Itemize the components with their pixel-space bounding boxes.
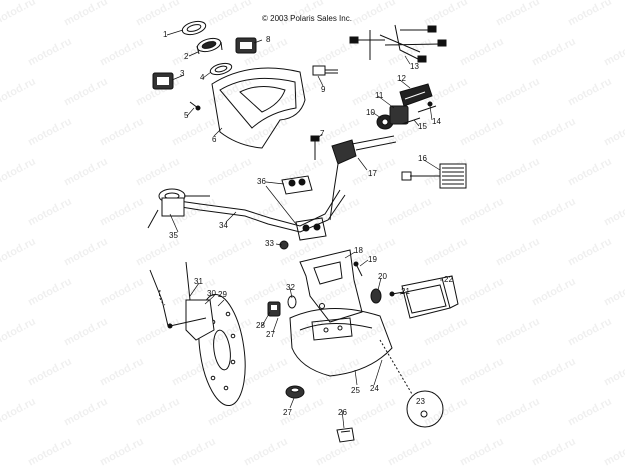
part-grommet-2 (196, 36, 222, 54)
callout-24: 24 (370, 384, 379, 393)
callout-17: 17 (368, 169, 377, 178)
part-headlight-pod-6 (212, 68, 305, 148)
callout-12: 12 (397, 74, 406, 83)
callout-30: 30 (207, 289, 216, 298)
callout-19: 19 (368, 255, 377, 264)
callout-5: 5 (184, 111, 189, 120)
part-lower-housing-25 (290, 308, 392, 376)
callout-7: 7 (320, 129, 325, 138)
part-ignition-27 (286, 386, 304, 398)
callout-3: 3 (180, 69, 185, 78)
callout-13: 13 (410, 62, 419, 71)
callout-15: 15 (418, 122, 427, 131)
part-bar-clamps-36 (282, 176, 326, 240)
part-throttle-17 (330, 136, 396, 220)
callout-26: 26 (338, 408, 347, 417)
part-ring-1 (181, 19, 207, 37)
part-screw-21 (390, 292, 404, 296)
callout-20: 20 (378, 272, 387, 281)
copyright-notice: © 2003 Polaris Sales Inc. (262, 14, 352, 23)
part-switch-28 (268, 302, 280, 316)
part-regulator-16 (402, 164, 466, 188)
part-ring-4 (209, 61, 233, 76)
callout-4: 4 (200, 73, 205, 82)
part-detail-circle-23 (380, 340, 443, 427)
callout-14: 14 (432, 117, 441, 126)
callout-25: 25 (351, 386, 360, 395)
callout-21: 21 (401, 287, 410, 296)
part-brake-disc-29 (192, 291, 251, 408)
callout-33: 33 (265, 239, 274, 248)
callout-28: 28 (256, 321, 265, 330)
part-switch-8 (236, 38, 256, 53)
callout-22: 22 (444, 275, 453, 284)
callout-11: 11 (375, 91, 384, 100)
part-clip-26 (337, 428, 354, 442)
callout-16: 16 (418, 154, 427, 163)
part-headlight-22 (402, 276, 458, 318)
callout-27: 27 (266, 330, 275, 339)
callout-36: 36 (257, 177, 266, 186)
part-fork-31 (150, 262, 190, 326)
callout-29: 29 (218, 290, 227, 299)
part-wiring-harness-13 (350, 25, 446, 62)
part-washer-20 (371, 289, 381, 303)
part-brake-master-35 (148, 189, 210, 228)
callout-18: 18 (354, 246, 363, 255)
part-switch-32 (288, 296, 296, 308)
part-bolt-19 (354, 262, 362, 276)
callout-6: 6 (212, 135, 217, 144)
callout-34: 34 (219, 221, 228, 230)
callout-9: 9 (321, 85, 326, 94)
leader-lines (167, 30, 443, 428)
part-grip-assembly (377, 84, 436, 129)
callout-2: 2 (184, 52, 189, 61)
callout-31: 31 (194, 277, 203, 286)
part-handlebar-34 (172, 190, 345, 232)
callout-27: 27 (283, 408, 292, 417)
part-connector-9 (313, 66, 338, 75)
part-bolt-7 (311, 136, 319, 160)
callout-32: 32 (286, 283, 295, 292)
part-screw-5 (190, 102, 200, 110)
callout-23: 23 (416, 397, 425, 406)
part-switch-3 (153, 73, 173, 89)
callout-10: 10 (366, 108, 375, 117)
callout-1: 1 (163, 30, 168, 39)
callout-35: 35 (169, 231, 178, 240)
callout-8: 8 (266, 35, 271, 44)
part-caliper-30 (168, 300, 214, 340)
